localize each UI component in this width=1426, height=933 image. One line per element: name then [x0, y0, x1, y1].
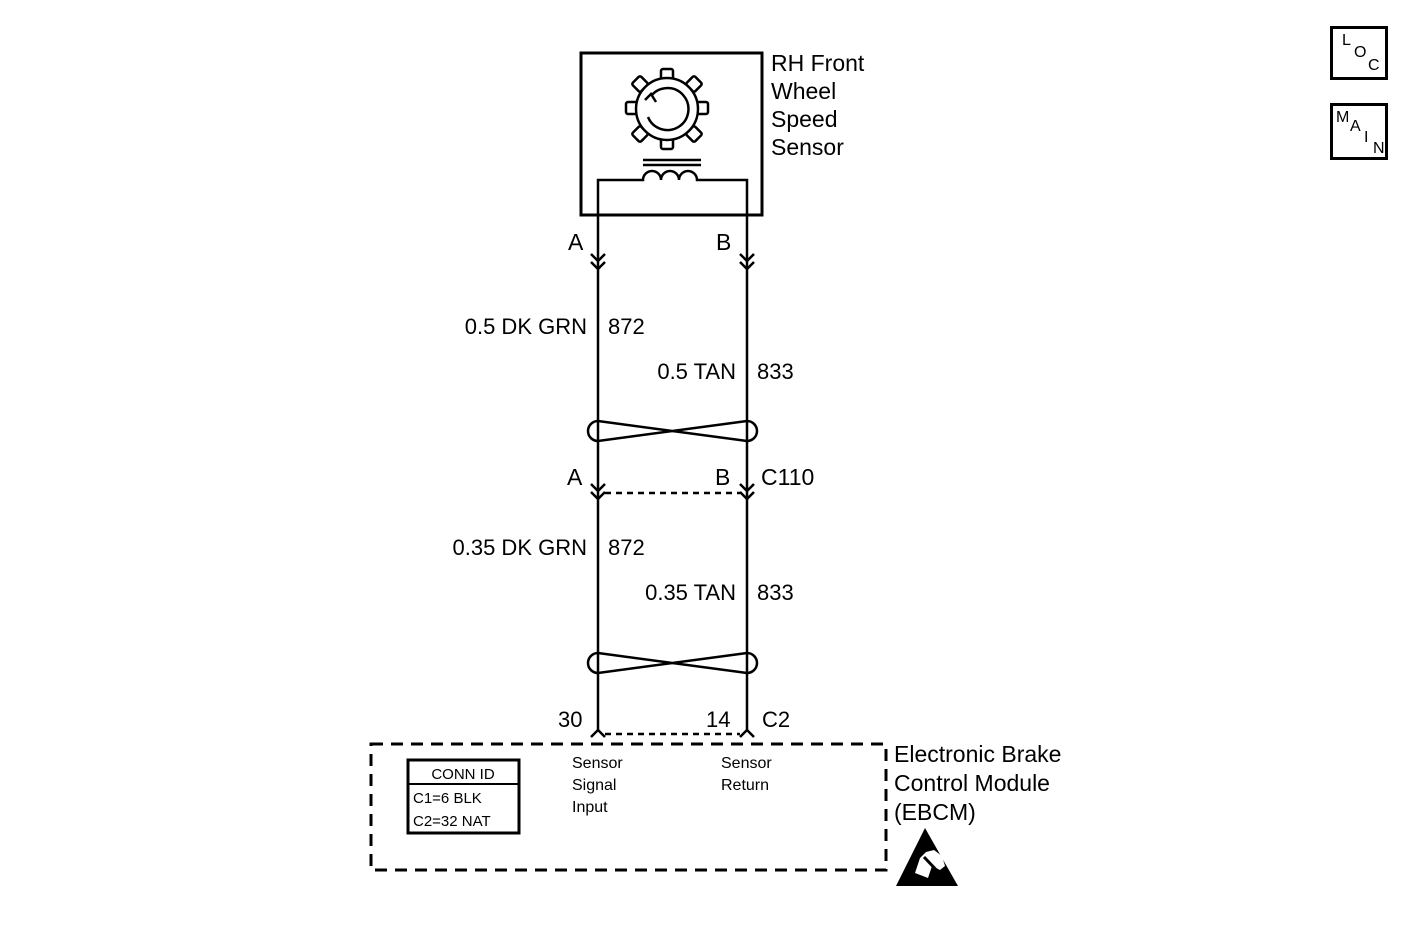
c110-connector-name: C110: [761, 464, 814, 490]
loc-letter-l: L: [1342, 32, 1351, 49]
conn-id-row-2: C2=32 NAT: [413, 813, 491, 830]
main-letter-m: M: [1336, 109, 1350, 126]
sensor-name-line-2: Wheel: [771, 78, 836, 104]
connector-c110: [590, 483, 755, 501]
main-view-button[interactable]: M A I N: [1330, 103, 1388, 160]
loc-letter-o: O: [1354, 44, 1367, 61]
lower-right-wire-size-color: 0.35 TAN: [645, 580, 736, 605]
ebcm-name-line-1: Electronic Brake: [894, 741, 1061, 767]
main-letter-a: A: [1350, 118, 1361, 135]
sensor-pin-b: B: [716, 229, 731, 255]
lower-left-wire-size-color: 0.35 DK GRN: [453, 535, 588, 560]
conn-id-table: CONN ID C1=6 BLK C2=32 NAT: [406, 758, 521, 835]
wheel-speed-sensor: RH Front Wheel Speed Sensor: [579, 50, 865, 217]
main-letter-n: N: [1373, 140, 1385, 157]
upper-right-wire-size-color: 0.5 TAN: [657, 359, 736, 384]
pickup-coil-icon: [596, 158, 749, 215]
ebcm-name-line-2: Control Module: [894, 770, 1050, 796]
twisted-pair-symbol: [586, 419, 759, 443]
upper-right-circuit: 833: [757, 359, 794, 384]
ebcm-left-function-line-3: Input: [572, 799, 608, 816]
lower-right-circuit: 833: [757, 580, 794, 605]
sensor-pin-a: A: [568, 229, 584, 255]
ebcm-connector-c2-label: C2: [762, 707, 790, 732]
conn-id-row-1: C1=6 BLK: [413, 790, 482, 807]
sensor-name-line-3: Speed: [771, 106, 838, 132]
location-view-button[interactable]: L O C: [1330, 26, 1388, 80]
ebcm-left-function-line-1: Sensor: [572, 755, 623, 772]
ebcm-right-function-line-1: Sensor: [721, 755, 772, 772]
sensor-name-line-1: RH Front: [771, 50, 865, 76]
c110-pin-a: A: [567, 464, 583, 490]
reluctor-wheel-icon: [624, 67, 710, 151]
ebcm-name-line-3: (EBCM): [894, 799, 976, 825]
upper-left-circuit: 872: [608, 314, 645, 339]
sensor-connector-terminals: [590, 253, 755, 271]
ebcm-pin-30: 30: [558, 707, 582, 732]
upper-left-wire-size-color: 0.5 DK GRN: [465, 314, 587, 339]
sensor-name-line-4: Sensor: [771, 134, 844, 160]
loc-letter-c: C: [1368, 57, 1380, 74]
main-letter-i: I: [1364, 129, 1369, 146]
electrostatic-discharge-icon: [896, 828, 958, 886]
ebcm-left-function-line-2: Signal: [572, 777, 616, 794]
c110-pin-b: B: [715, 464, 730, 490]
ebcm-pin-14: 14: [706, 707, 730, 732]
ebcm-right-function-line-2: Return: [721, 777, 769, 794]
ebcm-connector-c2: [590, 728, 755, 738]
twisted-pair-symbol-lower: [586, 651, 759, 675]
conn-id-title: CONN ID: [431, 766, 495, 783]
lower-left-circuit: 872: [608, 535, 645, 560]
